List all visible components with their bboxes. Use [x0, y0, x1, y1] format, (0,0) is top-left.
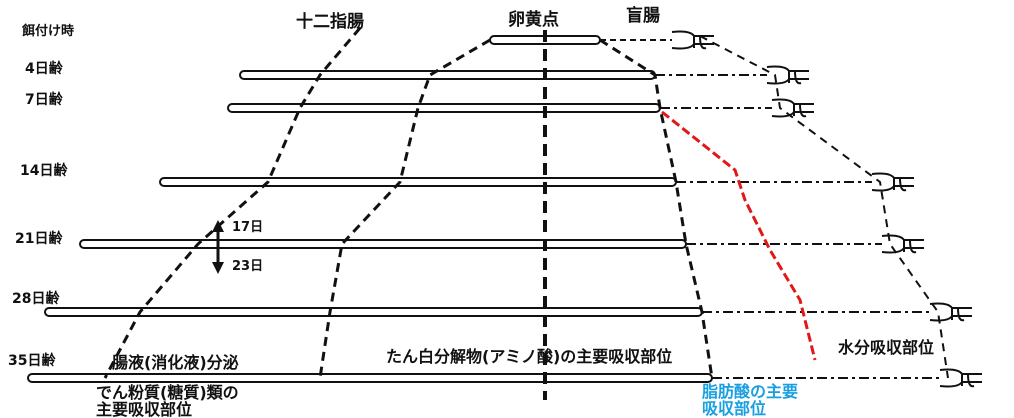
age-label: 35日齢 — [8, 353, 56, 369]
cecum-icon — [939, 368, 982, 388]
intestine-tube — [44, 307, 703, 317]
cecum-icon — [881, 234, 924, 254]
age-label: 4日齢 — [25, 61, 63, 77]
starch-boundary-line — [318, 38, 491, 379]
shift-arrow-down-head — [212, 262, 224, 274]
yolk-point-label: 卵黄点 — [508, 10, 559, 30]
duodenum-label: 十二指腸 — [296, 12, 364, 32]
age-label: 28日齢 — [12, 291, 60, 307]
starch-absorption-line1: でん粉質(糖質)類の — [96, 383, 239, 402]
cecum-icon — [671, 30, 714, 50]
duodenum-boundary-line — [103, 27, 362, 379]
feeding-time-label: 餌付け時 — [22, 24, 75, 39]
cecum-icon — [766, 65, 809, 85]
fat-absorption-label: 脂肪酸の主要 吸収部位 — [702, 383, 798, 417]
cecum-boundary-line — [699, 35, 949, 379]
intestine-tube — [27, 373, 713, 383]
age-label: 21日齢 — [15, 231, 63, 247]
shift-marker-upper: 17日 — [232, 220, 264, 235]
cecum-icon — [771, 98, 814, 118]
shift-marker-lower: 23日 — [232, 259, 264, 274]
cecum-icon — [871, 172, 914, 192]
intestine-tube — [79, 239, 687, 249]
intestine-tube — [227, 103, 661, 113]
intestinal-juice-label: 腸液(消化液)分泌 — [112, 353, 239, 372]
water-absorption-label: 水分吸収部位 — [838, 338, 935, 357]
fat-absorption-line1: 脂肪酸の主要 — [702, 382, 799, 401]
shift-arrow-up-head — [212, 220, 224, 232]
intestine-tube — [239, 70, 656, 80]
intestine-tube — [159, 177, 677, 187]
fat-absorption-line2: 吸収部位 — [702, 399, 767, 418]
protein-absorption-label: たん白分解物(アミノ酸)の主要吸収部位 — [386, 347, 673, 366]
starch-absorption-label: でん粉質(糖質)類の 主要吸収部位 — [96, 384, 239, 418]
age-label: 7日齢 — [25, 92, 63, 108]
fat-absorption-line — [661, 110, 817, 361]
age-label: 14日齢 — [20, 163, 68, 179]
cecum-label: 盲腸 — [626, 6, 660, 26]
cecum-icon — [929, 302, 972, 322]
starch-absorption-line2: 主要吸収部位 — [96, 400, 193, 418]
protein-boundary-line — [599, 38, 714, 379]
